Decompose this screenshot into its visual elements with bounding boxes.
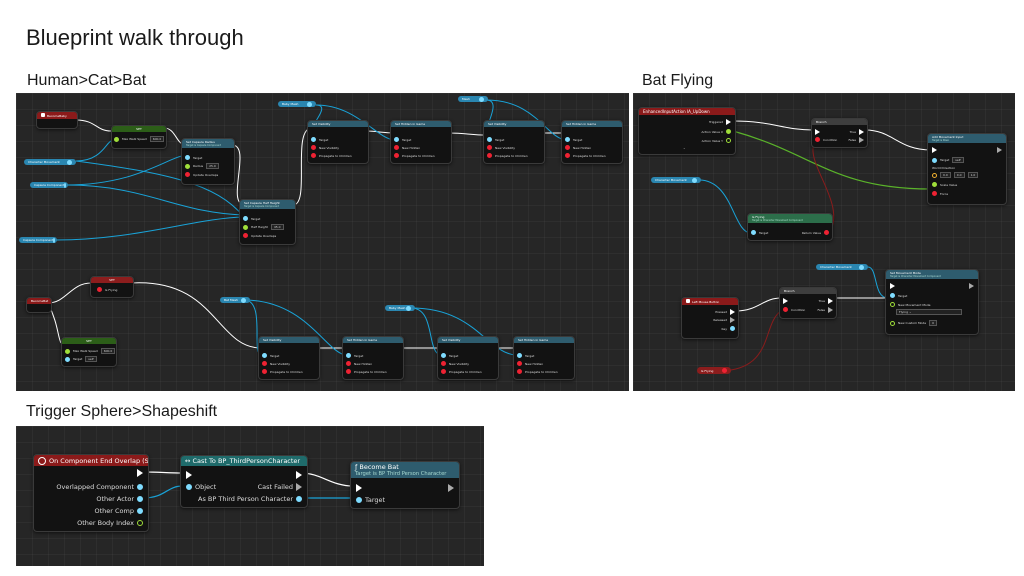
set-hidden-in-game-node-1[interactable]: Set Hidden in Game Target New Hidden Pro… xyxy=(390,120,452,164)
set-hidden-in-game-node-3[interactable]: Set Hidden in Game Target New Hidden Pro… xyxy=(342,336,404,380)
baby-mesh-var[interactable]: Baby Mesh xyxy=(278,101,316,107)
expand-chevron-icon[interactable]: ⌄ xyxy=(683,146,686,150)
set-visibility-node-3[interactable]: Set Visibility Target New Visibility Pro… xyxy=(258,336,320,380)
branch-node-bottom[interactable]: Branch Condition True False xyxy=(779,287,837,319)
human-cat-bat-graph[interactable]: BecomeBaby BecomeBat Character Movement … xyxy=(16,93,629,391)
page-title: Blueprint walk through xyxy=(26,25,244,50)
set-visibility-node-4[interactable]: Set Visibility Target New Visibility Pro… xyxy=(437,336,499,380)
set-visibility-node-2[interactable]: Set Visibility Target New Visibility Pro… xyxy=(483,120,545,164)
capsule-component-var[interactable]: Capsule Component xyxy=(30,182,68,188)
panel-heading-human: Human>Cat>Bat xyxy=(27,72,147,89)
event-title: BecomeBaby xyxy=(47,114,67,118)
set-is-flying-node[interactable]: SET Is Flying xyxy=(90,276,134,298)
function-icon: ƒ xyxy=(355,463,360,471)
bat-flying-graph[interactable]: EnhancedInputAction IA_UpDown Triggered … xyxy=(633,93,1015,391)
panel-heading-trigger: Trigger Sphere>Shapeshift xyxy=(26,403,218,420)
cast-to-character-node[interactable]: ↔ Cast To BP_ThirdPersonCharacter Object… xyxy=(180,455,308,508)
set-hidden-in-game-node-2[interactable]: Set Hidden in Game Target New Hidden Pro… xyxy=(561,120,623,164)
movement-mode-select[interactable]: Flying ⌄ xyxy=(896,309,962,315)
trigger-sphere-graph[interactable]: On Component End Overlap (Sphere) Overla… xyxy=(16,426,484,566)
input-action-updown-event[interactable]: EnhancedInputAction IA_UpDown Triggered … xyxy=(638,107,736,155)
panel-heading-bat: Bat Flying xyxy=(642,72,714,89)
become-cat-event-node[interactable]: BecomeBaby xyxy=(36,111,78,129)
event-title: BecomeBat xyxy=(31,299,49,303)
end-overlap-event-node[interactable]: On Component End Overlap (Sphere) Overla… xyxy=(33,454,149,532)
branch-node-top[interactable]: Branch Condition True False xyxy=(811,118,868,148)
is-flying-var[interactable]: Is Flying xyxy=(697,367,731,374)
bat-mesh-var[interactable]: Bat Mesh xyxy=(220,297,250,303)
baby-mesh-var-2[interactable]: Baby Mesh xyxy=(385,305,415,311)
cast-icon: ↔ xyxy=(185,457,193,465)
left-mouse-button-event[interactable]: Left Mouse Button Pressed Released Key xyxy=(681,297,739,339)
event-icon xyxy=(38,456,46,465)
character-movement-var[interactable]: Character Movement xyxy=(24,159,76,165)
become-bat-event-node[interactable]: BecomeBat xyxy=(26,297,52,313)
character-movement-var-2[interactable]: Character Movement xyxy=(816,264,868,270)
set-hidden-in-game-node-4[interactable]: Set Hidden in Game Target New Hidden Pro… xyxy=(513,336,575,380)
set-visibility-node-1[interactable]: Set Visibility Target New Visibility Pro… xyxy=(307,120,369,164)
capsule-component-var-2[interactable]: Capsule Component xyxy=(19,237,57,243)
mesh-var[interactable]: Mesh xyxy=(458,96,488,102)
character-movement-var[interactable]: Character Movement xyxy=(651,177,701,183)
bat-graph-wires xyxy=(698,120,932,371)
